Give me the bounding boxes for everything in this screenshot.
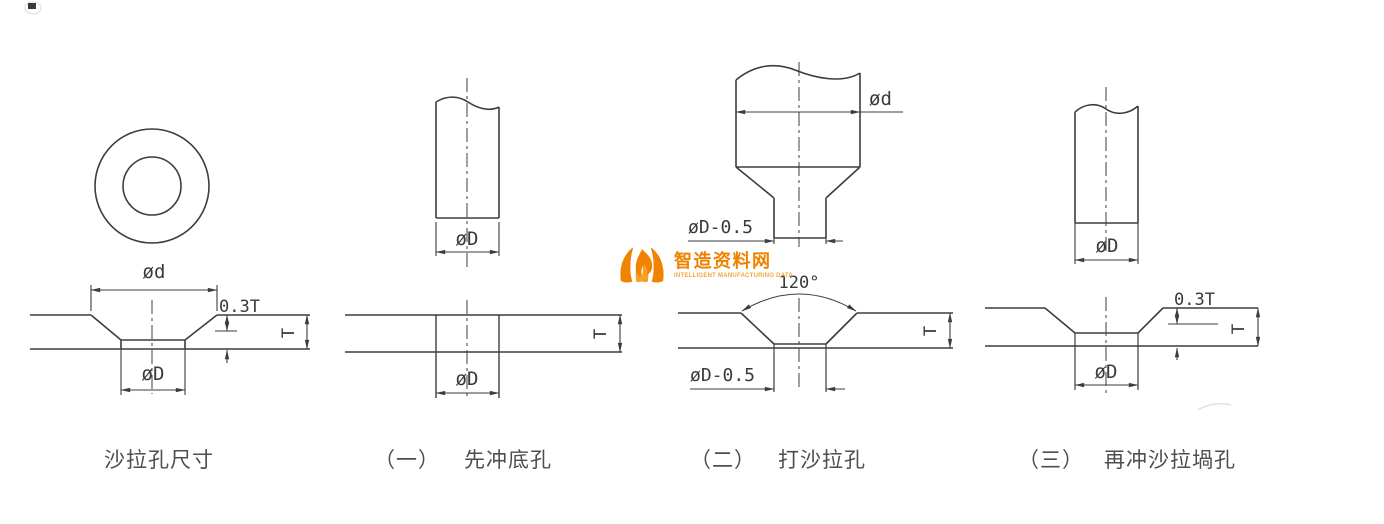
figure2-caption-text: 先冲底孔 — [464, 449, 552, 472]
fig1-label-countersink-diameter: ød — [143, 261, 166, 283]
fig4-label-punch-diameter: øD — [1096, 235, 1119, 257]
figure2-punch-pilot-hole: øD øD T — [345, 78, 623, 398]
fig4-hole-walls — [1074, 333, 1139, 390]
watermark-logo-icon — [620, 247, 664, 283]
figure2-caption-index: （一） — [374, 449, 440, 472]
figure1-caption-text: 沙拉孔尺寸 — [104, 449, 214, 472]
scan-artifacts — [24, 1, 1232, 411]
figure1-caption: 沙拉孔尺寸 — [104, 444, 214, 474]
fig1-label-depth: 0.3T — [219, 297, 260, 317]
fig2-punch-outline — [435, 96, 500, 219]
fig4-punch-outline — [1074, 103, 1139, 224]
fig3-hole-walls — [773, 344, 827, 392]
figure4-caption-text: 再冲沙拉堝孔 — [1104, 449, 1236, 472]
artifact-scratch — [1197, 403, 1232, 411]
fig1-outer-circle — [94, 128, 210, 244]
figure4-caption-index: （三） — [1018, 449, 1084, 472]
figure3-caption-index: （二） — [690, 449, 756, 472]
fig4-label-thickness: T — [1229, 324, 1249, 334]
fig4-label-hole-diameter: øD — [1095, 361, 1118, 383]
fig1-section-outline — [30, 314, 310, 350]
figure4-caption: （三） 再冲沙拉堝孔 — [1018, 444, 1236, 474]
fig1-label-thickness: T — [279, 328, 299, 338]
fig1-extension-lines — [90, 285, 237, 395]
fig3-label-body-diameter: ød — [869, 88, 892, 110]
fig2-label-hole-diameter: øD — [456, 368, 479, 390]
fig3-label-hole-diameter: øD-0.5 — [690, 365, 755, 386]
figure4-repunch-countersink: øD 0.3T T øD — [985, 87, 1261, 393]
fig2-plate-outline — [345, 314, 622, 353]
fig3-plate-outline — [678, 312, 953, 349]
fig2-label-thickness: T — [591, 329, 611, 339]
fig1-inner-circle — [122, 156, 182, 216]
fig1-label-hole-diameter: øD — [142, 363, 165, 385]
figure3-caption-text: 打沙拉孔 — [778, 449, 866, 472]
fig2-hole-walls — [435, 315, 500, 398]
figure3-caption: （二） 打沙拉孔 — [690, 444, 866, 474]
figure3-punch-countersink: ød øD-0.5 120° øD-0.5 T — [678, 62, 953, 392]
fig2-label-punch-diameter: øD — [456, 228, 479, 250]
fig4-label-depth: 0.3T — [1174, 290, 1215, 310]
watermark-texts: 智造资料网 INTELLIGENT MANUFACTURING DATA — [674, 250, 793, 280]
fig3-label-thickness: T — [921, 326, 941, 336]
figure1-countersink-spec: ød 0.3T T øD — [30, 128, 310, 395]
watermark-brand: 智造资料网 — [674, 250, 772, 271]
watermark-tagline: INTELLIGENT MANUFACTURING DATA — [674, 272, 793, 279]
figure2-caption: （一） 先冲底孔 — [374, 444, 552, 474]
fig3-angle-arc — [741, 293, 857, 312]
artifact-ring — [24, 1, 42, 15]
artifact-speck — [28, 3, 36, 9]
fig3-label-tip-diameter: øD-0.5 — [688, 217, 753, 238]
watermark: 智造资料网 INTELLIGENT MANUFACTURING DATA — [617, 241, 793, 288]
fig3-label-angle: 120° — [779, 273, 820, 293]
fig3-punch-outline — [735, 64, 861, 239]
fig4-plate-outline — [985, 307, 1258, 347]
